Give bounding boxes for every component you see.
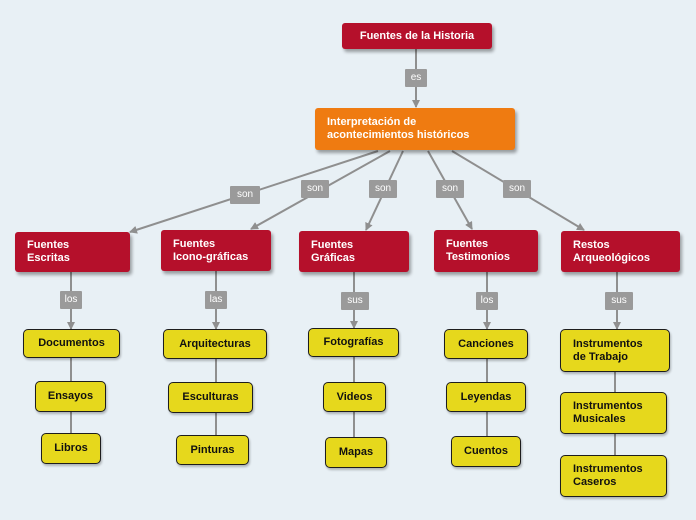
item-documentos[interactable]: Documentos — [23, 329, 120, 358]
item-label: Instrumentos de Trabajo — [573, 337, 643, 363]
category-fuentes-escritas[interactable]: Fuentes Escritas — [15, 232, 130, 272]
root-link-label: es — [405, 69, 427, 87]
item-label: Cuentos — [464, 445, 508, 457]
link-label-sus-2: sus — [605, 292, 633, 310]
item-label: Pinturas — [190, 443, 235, 456]
category-label: Fuentes Escritas — [27, 239, 70, 264]
root-node[interactable]: Fuentes de la Historia — [342, 23, 492, 49]
center-node[interactable]: Interpretación de acontecimientos histór… — [315, 108, 515, 150]
category-label: Fuentes Icono-gráficas — [173, 237, 249, 263]
item-label: Mapas — [338, 446, 374, 458]
item-leyendas[interactable]: Leyendas — [446, 382, 526, 412]
link-label-las: las — [205, 291, 227, 309]
item-label: Videos — [336, 390, 373, 403]
item-esculturas[interactable]: Esculturas — [168, 382, 253, 413]
item-label: Libros — [54, 442, 88, 454]
item-label: Instrumentos Caseros — [573, 463, 643, 488]
item-cuentos[interactable]: Cuentos — [451, 436, 521, 467]
link-label-son-4: son — [436, 180, 464, 198]
link-label-los-2: los — [476, 292, 498, 310]
item-label: Esculturas — [182, 391, 239, 403]
category-restos-arqueologicos[interactable]: Restos Arqueológicos — [561, 231, 680, 272]
item-label: Fotografías — [323, 336, 384, 348]
link-label-son-2: son — [301, 180, 329, 198]
center-node-label: Interpretación de acontecimientos histór… — [327, 116, 470, 141]
item-label: Arquitecturas — [179, 337, 251, 350]
item-label: Instrumentos Musicales — [573, 400, 643, 425]
link-label-los-1: los — [60, 291, 82, 309]
item-mapas[interactable]: Mapas — [325, 437, 387, 468]
item-canciones[interactable]: Canciones — [444, 329, 528, 359]
item-label: Leyendas — [460, 390, 512, 403]
item-pinturas[interactable]: Pinturas — [176, 435, 249, 465]
item-fotografias[interactable]: Fotografías — [308, 328, 399, 357]
category-fuentes-testimonios[interactable]: Fuentes Testimonios — [434, 230, 538, 272]
link-label-son-1: son — [230, 186, 260, 204]
item-instrumentos-musicales[interactable]: Instrumentos Musicales — [560, 392, 667, 434]
category-fuentes-graficas[interactable]: Fuentes Gráficas — [299, 231, 409, 272]
category-fuentes-iconograficas[interactable]: Fuentes Icono-gráficas — [161, 230, 271, 271]
item-label: Documentos — [38, 337, 105, 349]
link-label-son-3: son — [369, 180, 397, 198]
item-instrumentos-caseros[interactable]: Instrumentos Caseros — [560, 455, 667, 497]
item-libros[interactable]: Libros — [41, 433, 101, 464]
category-label: Fuentes Gráficas — [311, 238, 356, 264]
item-ensayos[interactable]: Ensayos — [35, 381, 106, 412]
item-arquitecturas[interactable]: Arquitecturas — [163, 329, 267, 359]
item-label: Canciones — [458, 337, 514, 350]
category-label: Fuentes Testimonios — [446, 238, 510, 263]
item-videos[interactable]: Videos — [323, 382, 386, 412]
item-label: Ensayos — [47, 390, 94, 402]
category-label: Restos Arqueológicos — [573, 238, 651, 264]
link-label-sus-1: sus — [341, 292, 369, 310]
root-node-label: Fuentes de la Historia — [359, 29, 475, 42]
item-instrumentos-de-trabajo[interactable]: Instrumentos de Trabajo — [560, 329, 670, 372]
link-label-son-5: son — [503, 180, 531, 198]
